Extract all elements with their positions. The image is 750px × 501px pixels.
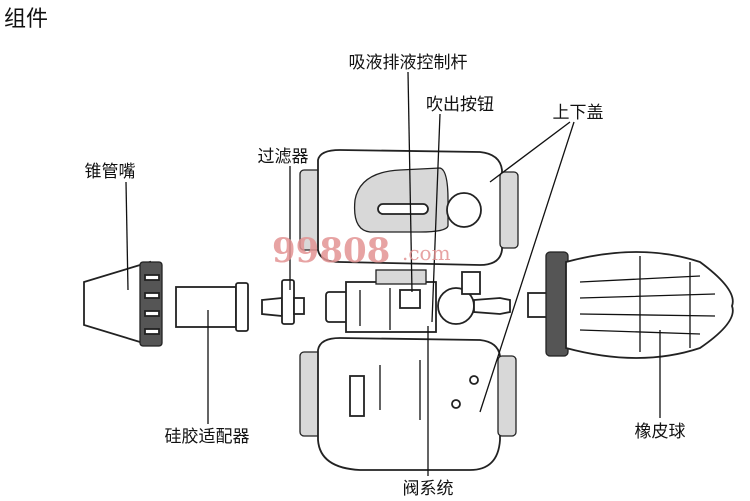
bottom-cover xyxy=(299,337,517,471)
rubber-bulb xyxy=(527,251,734,359)
watermark: 99808 .com xyxy=(272,231,451,271)
label-covers: 上下盖 xyxy=(553,103,604,123)
label-control-lever: 吸液排液控制杆 xyxy=(349,53,468,73)
label-cone-nozzle: 锥管嘴 xyxy=(85,162,136,182)
watermark-main: 99808 xyxy=(272,231,390,271)
filter xyxy=(261,279,305,325)
valve-system xyxy=(325,269,511,333)
watermark-suffix: .com xyxy=(402,241,451,265)
leader-lines xyxy=(125,71,661,476)
label-rubber-bulb: 橡皮球 xyxy=(635,422,686,442)
cone-nozzle xyxy=(83,260,163,347)
diagram-title: 组件 xyxy=(4,7,48,32)
label-silicone-adapter: 硅胶适配器 xyxy=(165,427,250,447)
label-valve-system: 阀系统 xyxy=(403,479,454,499)
label-blow-button: 吹出按钮 xyxy=(426,95,494,115)
label-filter: 过滤器 xyxy=(258,147,309,167)
silicone-adapter xyxy=(175,282,249,332)
